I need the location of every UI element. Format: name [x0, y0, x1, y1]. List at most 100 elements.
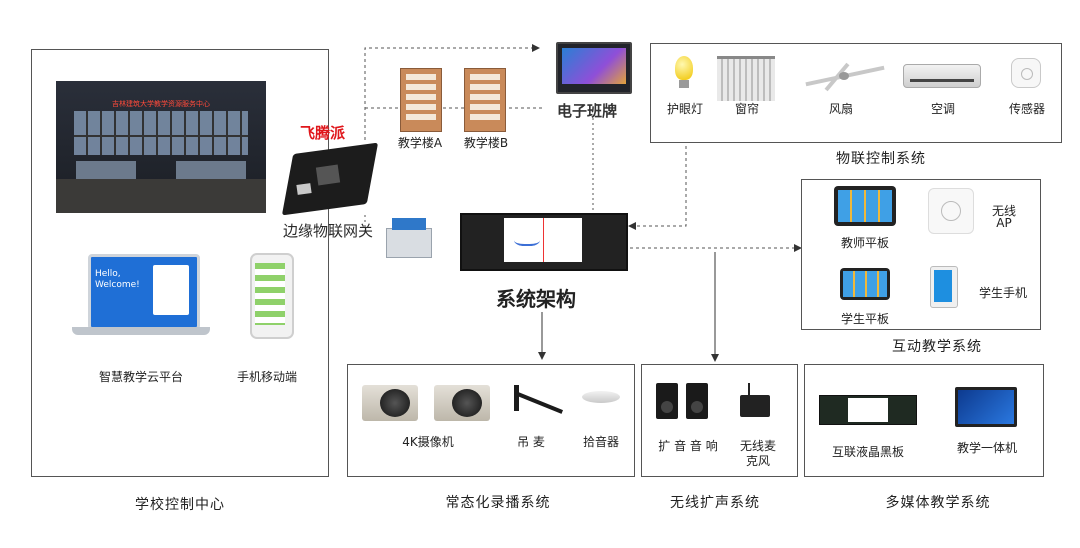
building-a-windows — [406, 74, 436, 124]
teacher-tablet-screen — [838, 190, 892, 222]
iot-item-sensor: 传感器 — [1008, 102, 1045, 116]
air-conditioner-icon — [903, 64, 981, 88]
monitors-right — [176, 161, 246, 179]
login-form — [153, 265, 189, 315]
laptop-screen: Hello, Welcome! — [88, 254, 200, 330]
building-a-icon — [400, 68, 442, 132]
mic-head — [514, 385, 519, 411]
video-wall — [74, 111, 248, 155]
monitoring-room-image: 吉林建筑大学教学资源服务中心 — [56, 81, 266, 213]
control-center-panel: 吉林建筑大学教学资源服务中心 Hello, Welcome! 智慧教学云平台 手… — [31, 49, 329, 477]
interactive-item-student-tablet: 学生平板 — [840, 312, 889, 326]
building-b-label: 教学楼B — [463, 136, 509, 150]
brand-label: 飞腾派 — [300, 124, 346, 142]
curtain-icon — [717, 56, 775, 101]
multimedia-item-all-in-one: 教学一体机 — [956, 441, 1017, 455]
all-in-one-screen — [958, 390, 1014, 424]
sensor-dot — [1021, 68, 1033, 80]
control-center-caption: 学校控制中心 — [135, 497, 225, 513]
audio-mic-label-line2: 克风 — [745, 454, 770, 468]
ap-label-line2: AP — [996, 216, 1012, 230]
all-in-one-icon — [955, 387, 1017, 427]
teacher-tablet-icon — [834, 186, 896, 226]
student-phone-icon — [930, 266, 958, 308]
speaker-left-cone — [661, 401, 673, 413]
recording-item-camera: 4K摄像机 — [402, 435, 454, 449]
audio-system-caption: 无线扩声系统 — [670, 495, 760, 511]
multimedia-item-blackboard: 互联液晶黑板 — [831, 445, 904, 459]
video-wall-row — [74, 135, 248, 137]
smart-blackboard-screen — [504, 218, 582, 262]
audio-speaker-label: 扩 音 音 响 — [658, 439, 718, 453]
gateway-board-icon — [281, 140, 379, 220]
laptop-welcome-text: Hello, Welcome! — [95, 269, 140, 290]
wireless-mic-icon — [740, 383, 770, 417]
class-board-icon — [556, 42, 632, 94]
recording-item-pickup: 拾音器 — [582, 435, 619, 449]
bulb — [675, 56, 693, 80]
speaker-left-icon — [656, 383, 678, 419]
ac-vent — [910, 79, 974, 82]
ap-label-line1: 无线 — [991, 204, 1016, 218]
mobile-phone-icon — [250, 253, 294, 339]
screen-scribble — [514, 232, 540, 246]
mobile-label: 手机移动端 — [236, 370, 297, 384]
fan-icon — [805, 58, 885, 94]
iot-system-caption: 物联控制系统 — [836, 151, 926, 167]
recording-system-panel: 4K摄像机 吊 麦 拾音器 — [347, 364, 635, 477]
line-gateway-to-classboard — [364, 44, 540, 140]
speaker-right-icon — [686, 383, 708, 419]
printer-body — [386, 228, 432, 258]
class-board-screen — [562, 48, 626, 84]
interactive-item-teacher-tablet: 教师平板 — [840, 236, 889, 250]
building-a-label: 教学楼A — [397, 136, 443, 150]
speaker-right-cone — [691, 401, 703, 413]
recording-system-caption: 常态化录播系统 — [445, 495, 551, 511]
desk-lamp-icon — [673, 56, 695, 92]
camera-2-lens — [452, 389, 482, 417]
student-tablet-icon — [840, 268, 890, 300]
pcb-chip — [315, 164, 341, 186]
interactive-system-panel: 教师平板 无线 AP 学生平板 学生手机 — [801, 179, 1041, 330]
printer-top — [392, 218, 426, 230]
monitors-left — [76, 161, 136, 179]
camera-1-lens — [380, 389, 410, 417]
lcd-blackboard-icon — [819, 395, 917, 425]
mic-antenna — [748, 383, 750, 397]
bulb-base — [679, 80, 689, 88]
building-b-icon — [464, 68, 506, 132]
multimedia-system-caption: 多媒体教学系统 — [885, 495, 991, 511]
printer-device-icon — [382, 214, 434, 262]
audio-system-panel: 扩 音 音 响 无线麦 克风 — [641, 364, 798, 477]
phone-screen — [255, 263, 285, 325]
sound-pickup-icon — [582, 391, 620, 403]
iot-system-panel: 护眼灯 窗帘 风扇 空调 传感器 — [650, 43, 1062, 143]
multimedia-system-panel: 互联液晶黑板 教学一体机 — [804, 364, 1044, 477]
camera-2-icon — [434, 385, 490, 421]
laptop-base — [72, 327, 210, 335]
mic-receiver — [740, 395, 770, 417]
iot-item-curtain: 窗帘 — [734, 102, 759, 116]
student-tablet-screen — [843, 271, 887, 297]
pcb-port — [296, 183, 312, 195]
class-board-label: 电子班牌 — [557, 102, 618, 120]
mic-stem — [516, 392, 564, 414]
audio-mic-label-line1: 无线麦 — [739, 439, 776, 453]
line-iot-to-board — [628, 146, 687, 230]
screen-divider — [543, 218, 544, 262]
architecture-title: 系统架构 — [496, 287, 576, 311]
fan-hub — [839, 72, 849, 80]
ap-logo — [941, 201, 961, 221]
lcd-blackboard-screen — [848, 398, 888, 422]
building-b-windows — [470, 74, 500, 124]
cloud-platform-label: 智慧教学云平台 — [98, 370, 183, 384]
smart-blackboard-icon — [460, 213, 628, 271]
interactive-item-student-phone: 学生手机 — [978, 286, 1027, 300]
sensor-icon — [1011, 58, 1041, 88]
camera-1-icon — [362, 385, 418, 421]
iot-item-fan: 风扇 — [828, 102, 853, 116]
desk — [56, 179, 266, 213]
recording-item-mic: 吊 麦 — [517, 435, 545, 449]
screen-banner: 吉林建筑大学教学资源服务中心 — [112, 100, 210, 108]
